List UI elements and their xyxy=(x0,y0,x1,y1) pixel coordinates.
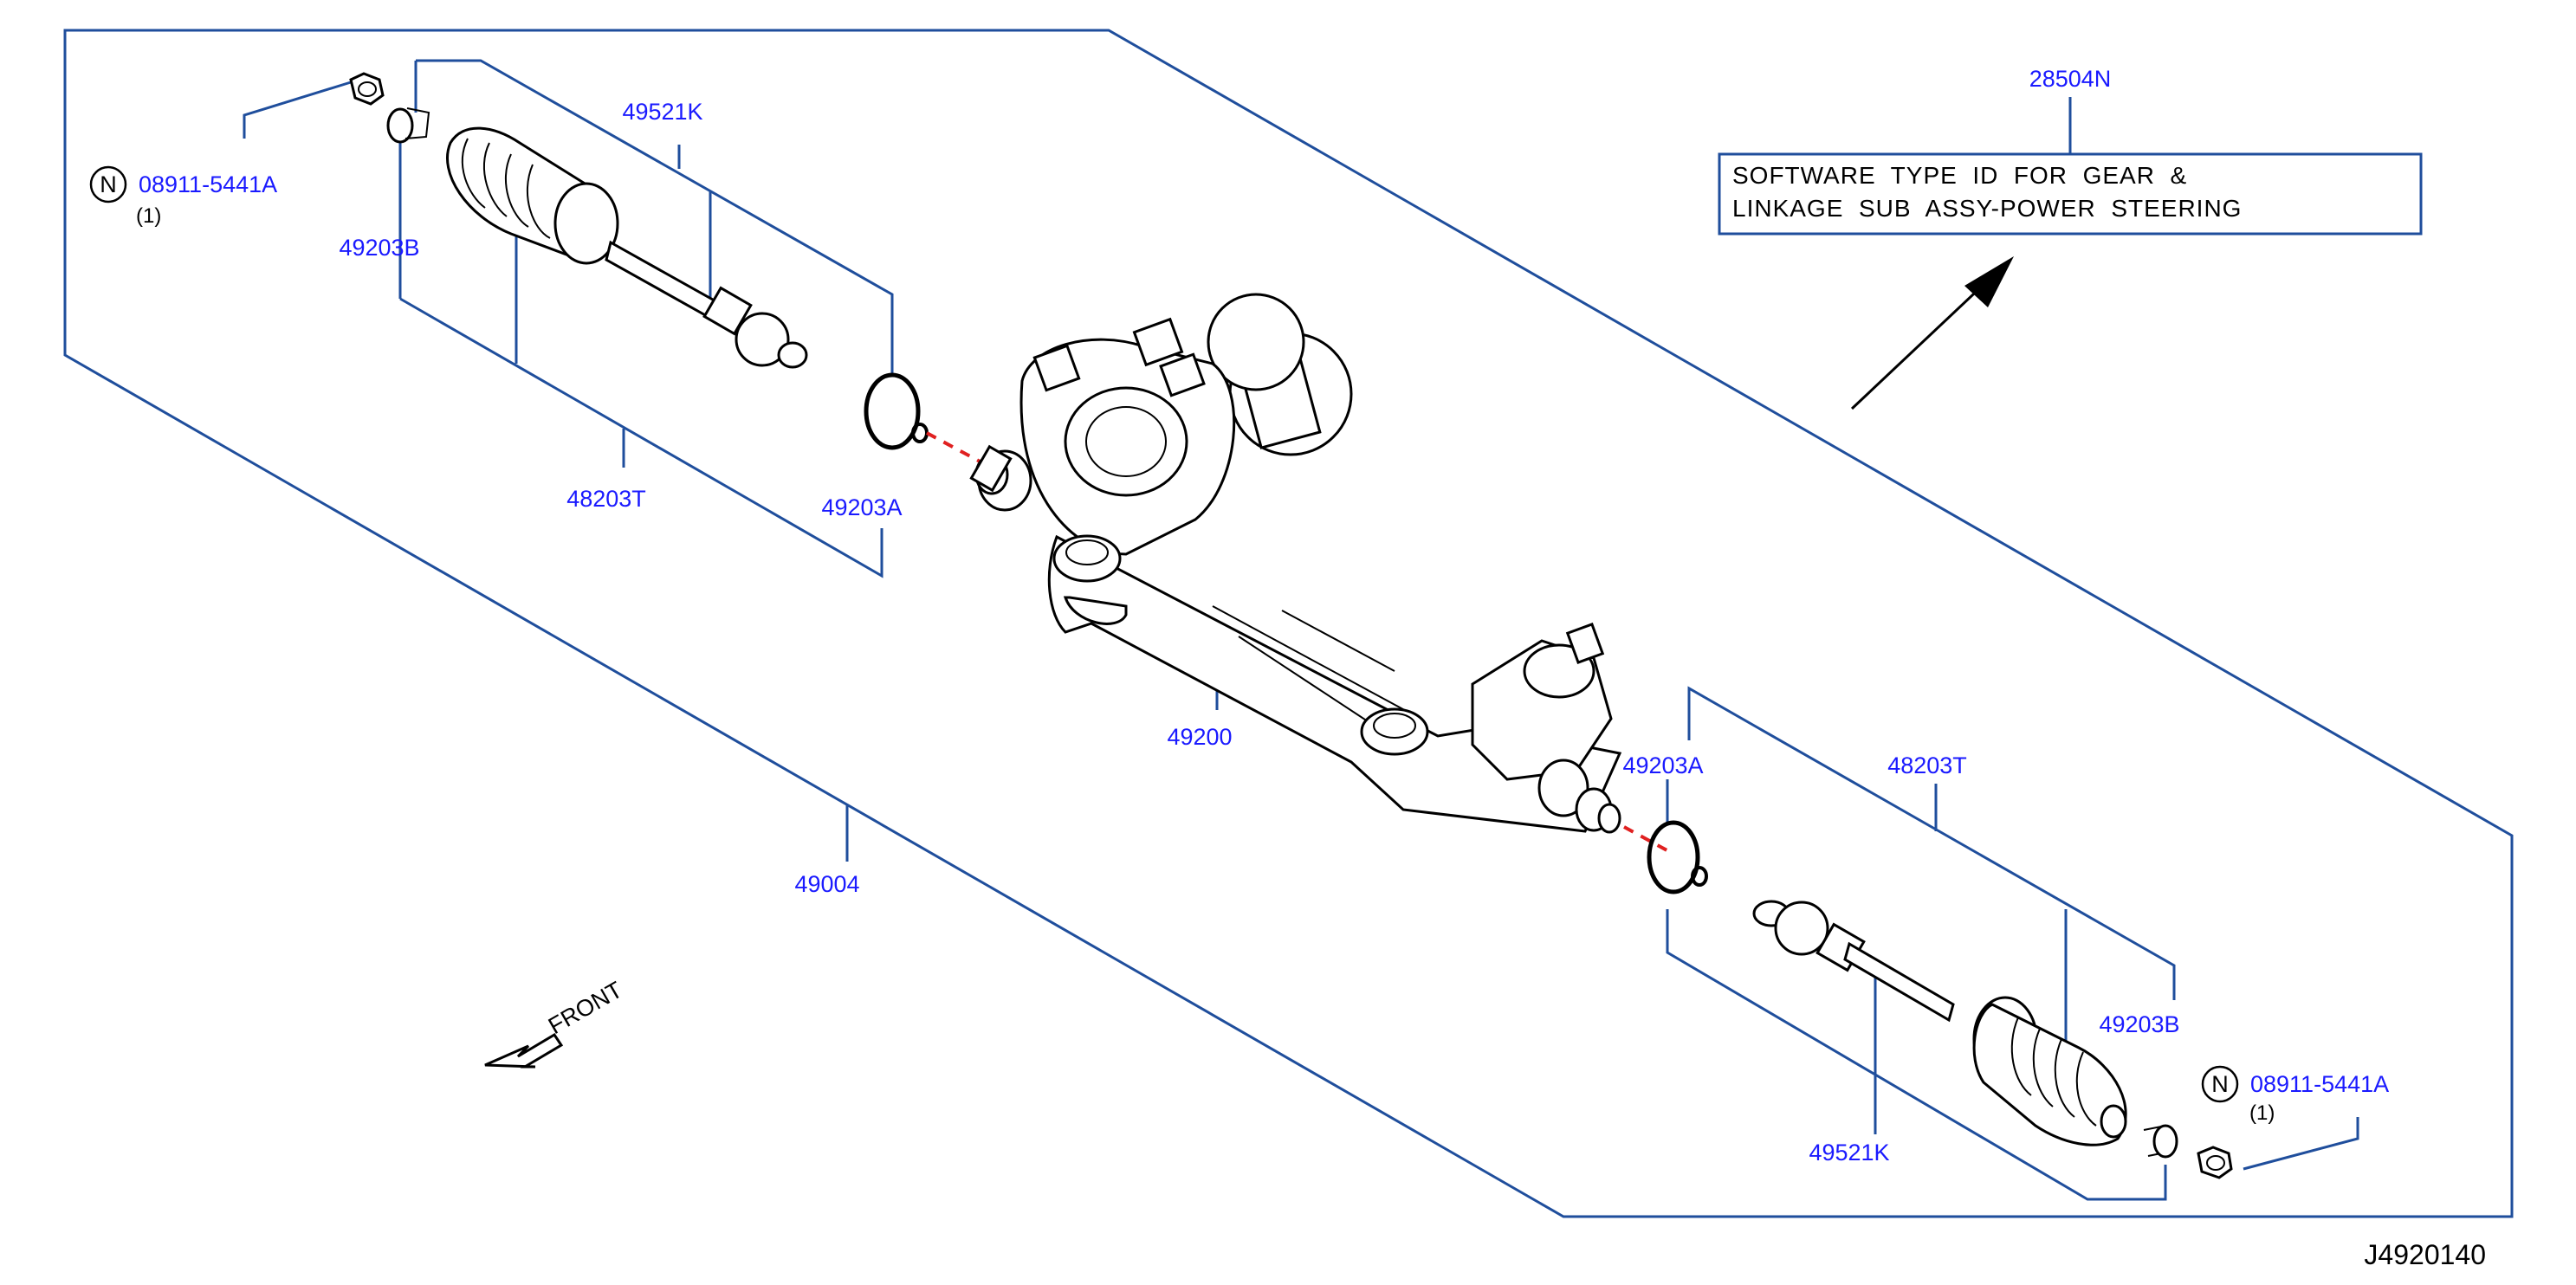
right-nut-label: N 08911-5441A (1) xyxy=(2201,1065,2389,1125)
right-inner-socket-icon xyxy=(1752,900,1955,1023)
right-kit-bracket xyxy=(1687,686,2176,1000)
steering-gear-icon xyxy=(969,293,1622,834)
right-dash-line xyxy=(1623,825,1673,855)
left-large-clamp-icon xyxy=(864,372,929,450)
right-nut-icon xyxy=(2197,1146,2233,1179)
front-arrow-icon xyxy=(484,1032,564,1069)
svg-text:N: N xyxy=(2211,1071,2229,1097)
right-small-clamp-label: 49203B xyxy=(2099,1011,2179,1037)
right-large-clamp-icon xyxy=(1647,820,1708,894)
left-dash-line xyxy=(926,431,984,465)
left-inner-socket-label: 49521K xyxy=(622,99,702,125)
front-label: FRONT xyxy=(544,977,627,1039)
note-line-2: LINKAGE SUB ASSY-POWER STEERING xyxy=(1732,195,2242,222)
left-kit-bracket xyxy=(416,59,894,377)
svg-text:08911-5441A: 08911-5441A xyxy=(2250,1071,2389,1097)
svg-text:N: N xyxy=(100,171,117,197)
left-nut-icon xyxy=(349,72,385,106)
right-boot-icon xyxy=(1972,996,2127,1146)
note-part-number: 28504N xyxy=(2029,66,2112,92)
left-inner-socket-icon xyxy=(605,240,808,369)
left-large-clamp-label: 49203A xyxy=(821,494,902,520)
svg-text:(1): (1) xyxy=(136,204,161,228)
note-box xyxy=(1718,152,2423,236)
right-inner-socket-label: 49521K xyxy=(1809,1140,1889,1166)
left-small-clamp-icon xyxy=(386,107,430,144)
assembly-boundary xyxy=(63,29,2514,1218)
right-small-clamp-icon xyxy=(2143,1124,2178,1159)
gear-label: 49200 xyxy=(1167,724,1232,750)
left-small-clamp-label: 49203B xyxy=(339,235,419,261)
left-boot-icon xyxy=(446,126,619,265)
svg-text:(1): (1) xyxy=(2249,1101,2275,1125)
left-boot-kit-label: 48203T xyxy=(566,486,646,512)
left-nut-label: N 08911-5441A (1) xyxy=(89,165,277,228)
right-boot-kit-label: 48203T xyxy=(1887,752,1967,778)
left-kit-bracket-lower xyxy=(399,297,883,578)
right-large-clamp-label: 49203A xyxy=(1622,752,1703,778)
svg-text:08911-5441A: 08911-5441A xyxy=(139,171,277,197)
assembly-label: 49004 xyxy=(794,871,859,897)
right-kit-bracket-lower xyxy=(1666,909,2167,1201)
diagram-id: J4920140 xyxy=(2364,1239,2486,1270)
note-line-1: SOFTWARE TYPE ID FOR GEAR & xyxy=(1732,162,2187,189)
